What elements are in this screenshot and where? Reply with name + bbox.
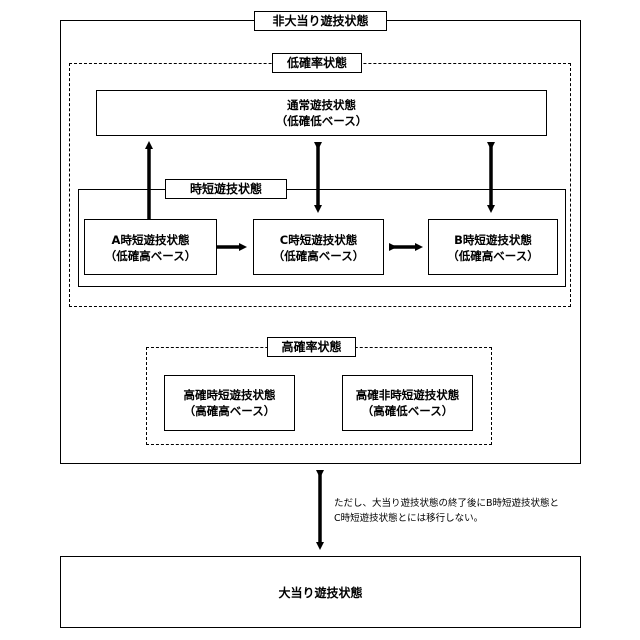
arrows-layer — [0, 0, 640, 640]
